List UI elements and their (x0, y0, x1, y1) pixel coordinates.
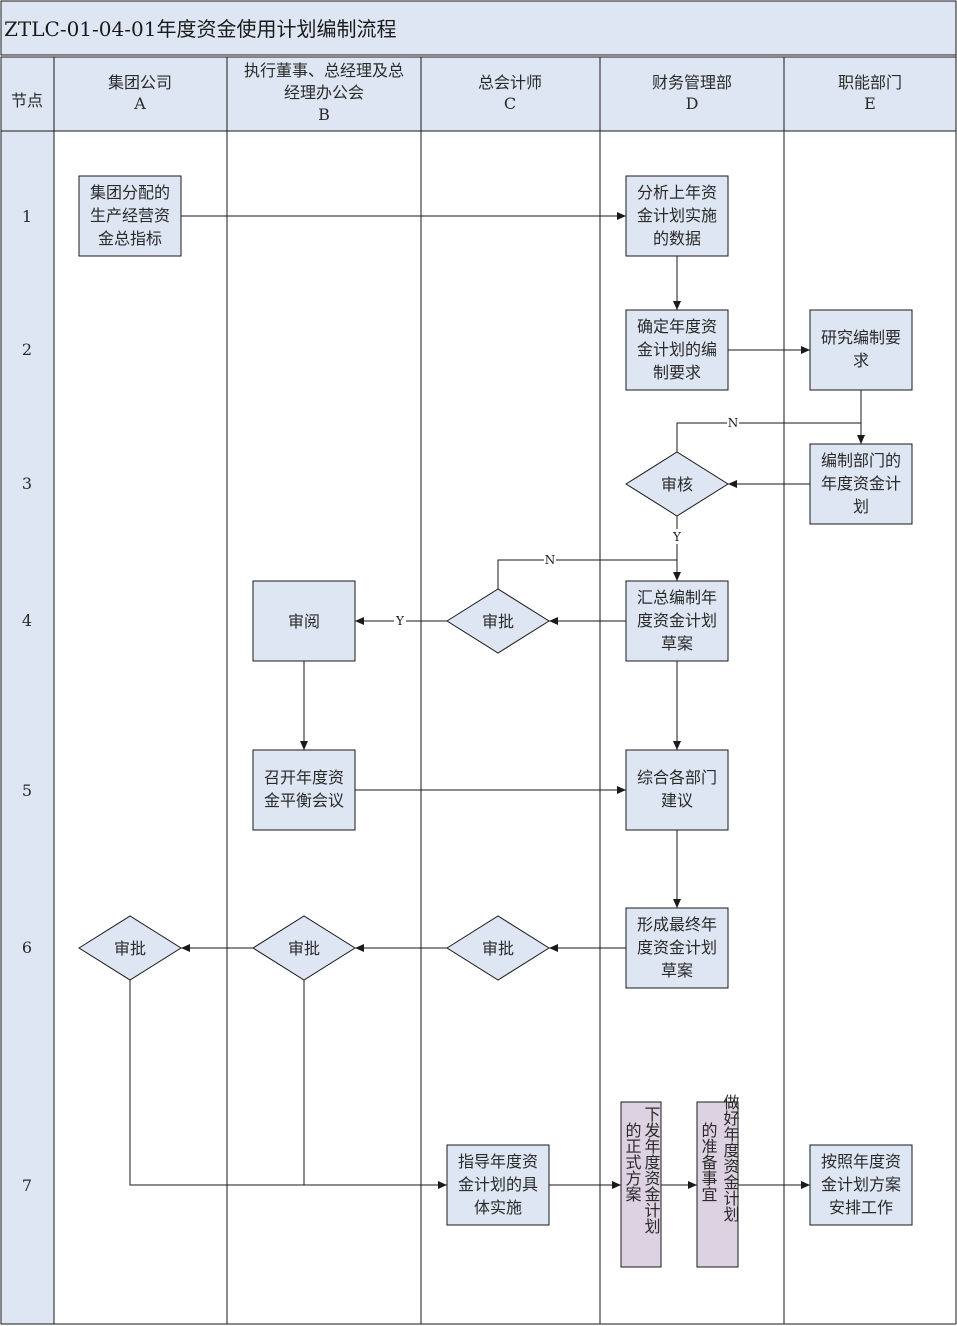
svg-text:金总指标: 金总指标 (98, 229, 162, 248)
svg-text:制要求: 制要求 (653, 363, 701, 382)
node-a6-approve-decision: 审批 (78, 915, 182, 981)
svg-text:汇总编制年: 汇总编制年 (637, 588, 717, 607)
svg-text:划: 划 (853, 497, 869, 516)
svg-text:度资金计划: 度资金计划 (637, 938, 717, 957)
svg-text:的正式方案: 的正式方案 (623, 1122, 642, 1202)
lane-e-name: 职能部门 (838, 73, 902, 92)
yes-label-approve-c4: Y (395, 614, 405, 628)
svg-text:金计划方案: 金计划方案 (821, 1175, 901, 1194)
node-d6-final-draft: 形成最终年 度资金计划 草案 (625, 907, 729, 989)
node-d3-audit-decision: 审核 (625, 451, 729, 517)
lane-b-code: B (318, 105, 330, 124)
node-d1-analyze-data: 分析上年资 金计划实施 的数据 (625, 175, 729, 257)
svg-text:审批: 审批 (482, 612, 514, 631)
row-number-6: 6 (22, 938, 32, 957)
node-e3-department-plan: 编制部门的 年度资金计 划 (809, 443, 913, 525)
svg-text:求: 求 (853, 351, 869, 370)
lane-header-bar (0, 56, 957, 132)
row-number-4: 4 (22, 611, 32, 630)
svg-text:按照年度资: 按照年度资 (821, 1152, 901, 1171)
svg-text:审批: 审批 (288, 939, 320, 958)
svg-text:编制部门的: 编制部门的 (821, 451, 901, 470)
node-e7-arrange-work: 按照年度资 金计划方案 安排工作 (809, 1144, 913, 1226)
node-e2-study-requirements: 研究编制要 求 (809, 309, 913, 391)
lane-d-name: 财务管理部 (652, 73, 732, 92)
decision-labels: N Y N Y (394, 415, 739, 628)
title-bar (0, 0, 957, 56)
svg-text:金计划实施: 金计划实施 (637, 206, 717, 225)
svg-text:年度资金计: 年度资金计 (821, 474, 901, 493)
node-b6-approve-decision: 审批 (252, 915, 356, 981)
row-number-2: 2 (22, 340, 32, 359)
no-label-audit: N (728, 416, 739, 430)
svg-text:审核: 审核 (661, 475, 693, 494)
svg-text:审批: 审批 (114, 939, 146, 958)
node-d7a-issue-formal-plan: 下发年度资金计划 的正式方案 (620, 1101, 662, 1268)
lane-a-code: A (133, 94, 146, 113)
lane-d-code: D (686, 94, 699, 113)
svg-text:确定年度资: 确定年度资 (637, 317, 717, 336)
svg-text:安排工作: 安排工作 (829, 1198, 893, 1217)
node-b4-review: 审阅 (252, 580, 356, 662)
svg-text:下发年度资金计划: 下发年度资金计划 (642, 1106, 661, 1234)
node-column (0, 56, 55, 1325)
lane-b-name-line2: 经理办公会 (284, 83, 364, 102)
svg-text:审阅: 审阅 (288, 612, 320, 631)
svg-text:形成最终年: 形成最终年 (637, 915, 717, 934)
no-label-approve-c4: N (545, 553, 556, 567)
svg-text:做好年度资金计划: 做好年度资金计划 (721, 1094, 740, 1222)
svg-text:的数据: 的数据 (653, 229, 701, 248)
svg-text:生产经营资: 生产经营资 (90, 206, 170, 225)
row-number-7: 7 (22, 1176, 32, 1195)
svg-text:金平衡会议: 金平衡会议 (264, 791, 344, 810)
svg-text:建议: 建议 (661, 791, 693, 810)
node-a1-group-allocation: 集团分配的 生产经营资 金总指标 (78, 175, 182, 257)
svg-text:草案: 草案 (661, 961, 693, 980)
svg-text:草案: 草案 (661, 634, 693, 653)
svg-text:的准备事宜: 的准备事宜 (699, 1122, 718, 1202)
svg-text:金计划的编: 金计划的编 (637, 340, 717, 359)
svg-text:分析上年资: 分析上年资 (637, 183, 717, 202)
node-c6-approve-decision: 审批 (446, 915, 550, 981)
row-number-5: 5 (22, 781, 32, 800)
svg-text:度资金计划: 度资金计划 (637, 611, 717, 630)
svg-text:指导年度资: 指导年度资 (458, 1152, 538, 1171)
lane-c-name: 总会计师 (478, 73, 542, 92)
node-c4-approve-decision: 审批 (446, 588, 550, 654)
row-number-1: 1 (22, 207, 32, 226)
lane-e-code: E (864, 94, 876, 113)
lane-a-name: 集团公司 (108, 73, 172, 92)
node-header: 节点 (11, 91, 43, 110)
node-b5-balance-meeting: 召开年度资 金平衡会议 (252, 749, 356, 831)
row-number-3: 3 (22, 474, 32, 493)
yes-label-audit: Y (672, 530, 682, 544)
connectors (129, 212, 865, 1189)
lane-b-name-line1: 执行董事、总经理及总 (244, 61, 404, 80)
lane-c-code: C (504, 94, 516, 113)
diagram-title: ZTLC-01-04-01年度资金使用计划编制流程 (4, 17, 396, 41)
svg-text:体实施: 体实施 (474, 1198, 522, 1217)
svg-text:研究编制要: 研究编制要 (821, 328, 901, 347)
node-c7-guide-implementation: 指导年度资 金计划的具 体实施 (446, 1144, 550, 1226)
svg-text:金计划的具: 金计划的具 (458, 1175, 538, 1194)
svg-text:召开年度资: 召开年度资 (264, 768, 344, 787)
node-d5-merge-suggestions: 综合各部门 建议 (625, 749, 729, 831)
svg-text:审批: 审批 (482, 939, 514, 958)
node-d2-set-requirements: 确定年度资 金计划的编 制要求 (625, 309, 729, 391)
node-d7b-prepare-matters: 做好年度资金计划 的准备事宜 (696, 1094, 740, 1268)
svg-text:综合各部门: 综合各部门 (637, 768, 717, 787)
node-d4-draft-plan: 汇总编制年 度资金计划 草案 (625, 580, 729, 662)
svg-text:集团分配的: 集团分配的 (90, 183, 170, 202)
